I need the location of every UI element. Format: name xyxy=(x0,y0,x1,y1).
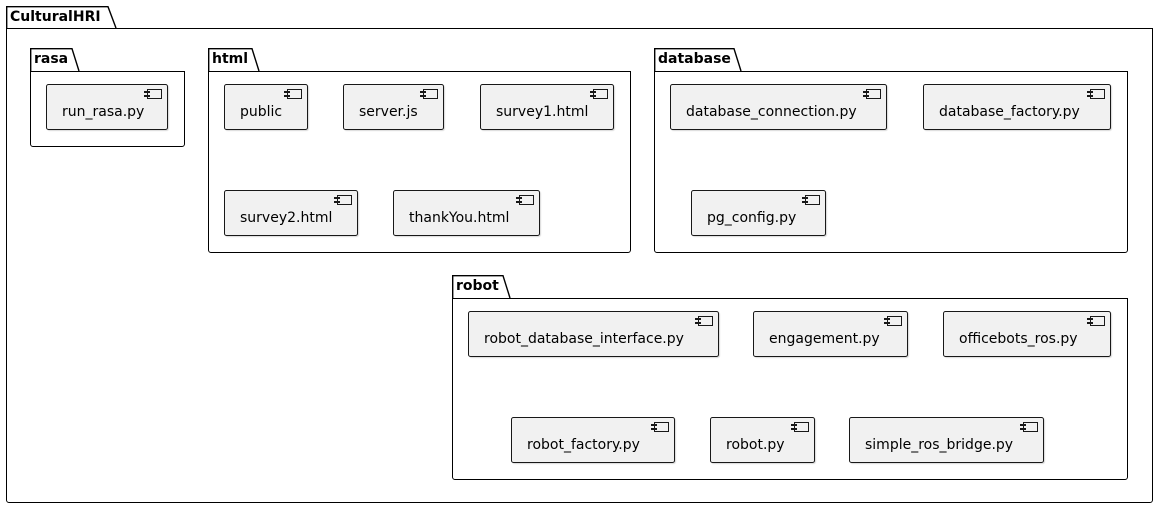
component-robot-py[interactable]: robot.py xyxy=(710,417,815,463)
component-label: public xyxy=(240,104,283,120)
package-title-database: database xyxy=(658,51,731,67)
component-icon xyxy=(791,422,809,432)
package-culturalhri: CulturalHRI xyxy=(6,6,1153,503)
component-label: survey2.html xyxy=(240,210,333,226)
package-rasa: rasa xyxy=(30,48,185,147)
component-simple-ros-bridge-py[interactable]: simple_ros_bridge.py xyxy=(849,417,1044,463)
package-frame-html xyxy=(208,71,631,253)
package-frame-database xyxy=(654,71,1128,253)
component-icon xyxy=(420,89,438,99)
component-label: survey1.html xyxy=(496,104,589,120)
component-icon xyxy=(590,89,608,99)
package-tab-robot xyxy=(452,275,511,299)
component-icon xyxy=(516,195,534,205)
component-label: run_rasa.py xyxy=(62,104,145,120)
component-label: robot_database_interface.py xyxy=(484,331,684,347)
package-robot: robot xyxy=(452,275,1128,480)
component-icon xyxy=(1087,89,1105,99)
component-database-factory-py[interactable]: database_factory.py xyxy=(923,84,1111,130)
component-robot-database-interface-py[interactable]: robot_database_interface.py xyxy=(468,311,719,357)
package-title-culturalhri: CulturalHRI xyxy=(10,9,101,25)
component-run-rasa-py[interactable]: run_rasa.py xyxy=(46,84,168,130)
component-icon xyxy=(884,316,902,326)
component-survey1-html[interactable]: survey1.html xyxy=(480,84,614,130)
component-label: simple_ros_bridge.py xyxy=(865,437,1014,453)
package-tab-database xyxy=(654,48,742,72)
component-label: officebots_ros.py xyxy=(959,331,1078,347)
package-title-html: html xyxy=(212,51,249,67)
component-officebots-ros-py[interactable]: officebots_ros.py xyxy=(943,311,1111,357)
package-frame-culturalhri xyxy=(6,28,1153,503)
component-icon xyxy=(1020,422,1038,432)
component-pg-config-py[interactable]: pg_config.py xyxy=(691,190,826,236)
component-label: robot.py xyxy=(726,437,785,453)
component-icon xyxy=(802,195,820,205)
package-title-rasa: rasa xyxy=(34,51,69,67)
component-icon xyxy=(695,316,713,326)
component-icon xyxy=(651,422,669,432)
component-icon xyxy=(863,89,881,99)
component-icon xyxy=(1087,316,1105,326)
package-frame-rasa xyxy=(30,71,185,147)
package-tab-html xyxy=(208,48,260,72)
component-database-connection-py[interactable]: database_connection.py xyxy=(670,84,887,130)
component-server-js[interactable]: server.js xyxy=(343,84,444,130)
component-label: engagement.py xyxy=(769,331,880,347)
component-public[interactable]: public xyxy=(224,84,308,130)
component-label: thankYou.html xyxy=(409,210,510,226)
component-engagement-py[interactable]: engagement.py xyxy=(753,311,908,357)
component-label: server.js xyxy=(359,104,418,120)
component-label: database_factory.py xyxy=(939,104,1080,120)
component-robot-factory-py[interactable]: robot_factory.py xyxy=(511,417,675,463)
package-database: database xyxy=(654,48,1128,253)
component-thankyou-html[interactable]: thankYou.html xyxy=(393,190,540,236)
package-tab-rasa xyxy=(30,48,80,72)
component-icon xyxy=(144,89,162,99)
component-icon xyxy=(284,89,302,99)
package-html: html xyxy=(208,48,631,253)
component-survey2-html[interactable]: survey2.html xyxy=(224,190,358,236)
component-label: database_connection.py xyxy=(686,104,857,120)
component-label: pg_config.py xyxy=(707,210,797,226)
component-label: robot_factory.py xyxy=(527,437,640,453)
package-frame-robot xyxy=(452,298,1128,480)
package-tab-culturalhri xyxy=(6,6,117,29)
component-icon xyxy=(334,195,352,205)
package-title-robot: robot xyxy=(456,278,499,294)
